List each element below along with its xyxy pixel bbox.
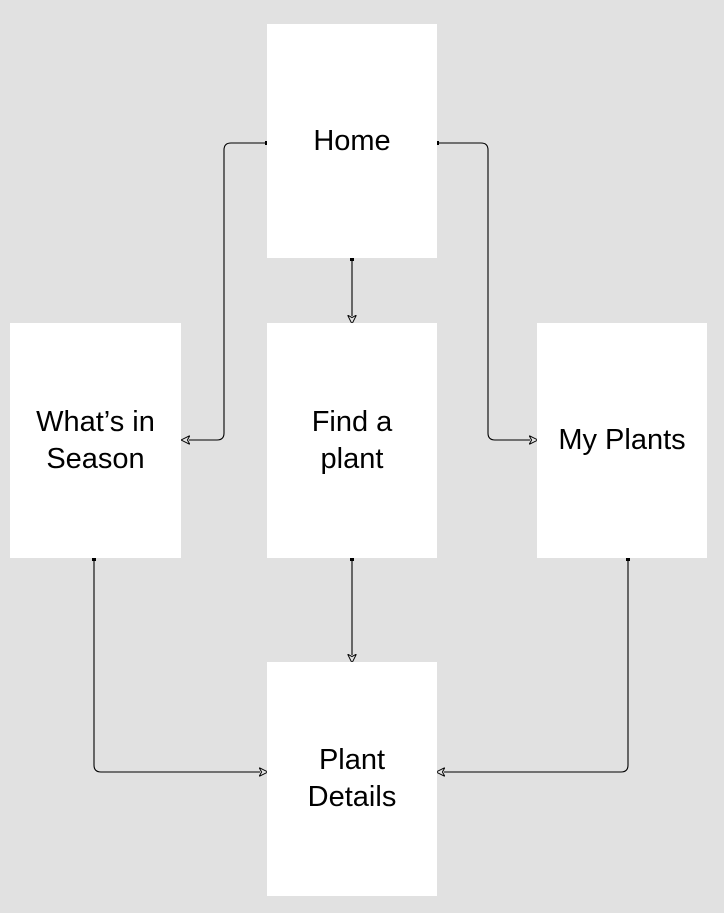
edge-my-plants-to-plant-details	[444, 559, 628, 772]
node-whats-in-season[interactable]: What’s in Season	[10, 323, 181, 558]
node-label-line: Details	[307, 781, 397, 813]
node-label-line: What’s in	[36, 405, 155, 438]
node-home-label: Home	[313, 123, 390, 160]
node-label-line: Plant	[318, 744, 386, 776]
node-find-a-plant-label: Find a plant	[312, 404, 393, 478]
node-label-line: Home	[313, 124, 391, 157]
node-label-line: Find a	[311, 405, 393, 438]
edge-home-to-my-plants	[437, 143, 530, 440]
node-label-line: plant	[320, 442, 384, 475]
node-plant-details[interactable]: Plant Details	[267, 662, 437, 896]
edge-home-to-whats-in-season	[189, 143, 267, 440]
node-label-line: Season	[46, 442, 145, 475]
node-my-plants-label: My Plants	[558, 422, 685, 459]
node-find-a-plant[interactable]: Find a plant	[267, 323, 437, 558]
node-my-plants[interactable]: My Plants	[537, 323, 707, 558]
node-plant-details-label: Plant Details	[308, 742, 397, 816]
edge-whats-in-season-to-plant-details	[94, 559, 260, 772]
node-home[interactable]: Home	[267, 24, 437, 258]
node-whats-in-season-label: What’s in Season	[36, 404, 155, 478]
node-label-line: My Plants	[558, 424, 686, 456]
